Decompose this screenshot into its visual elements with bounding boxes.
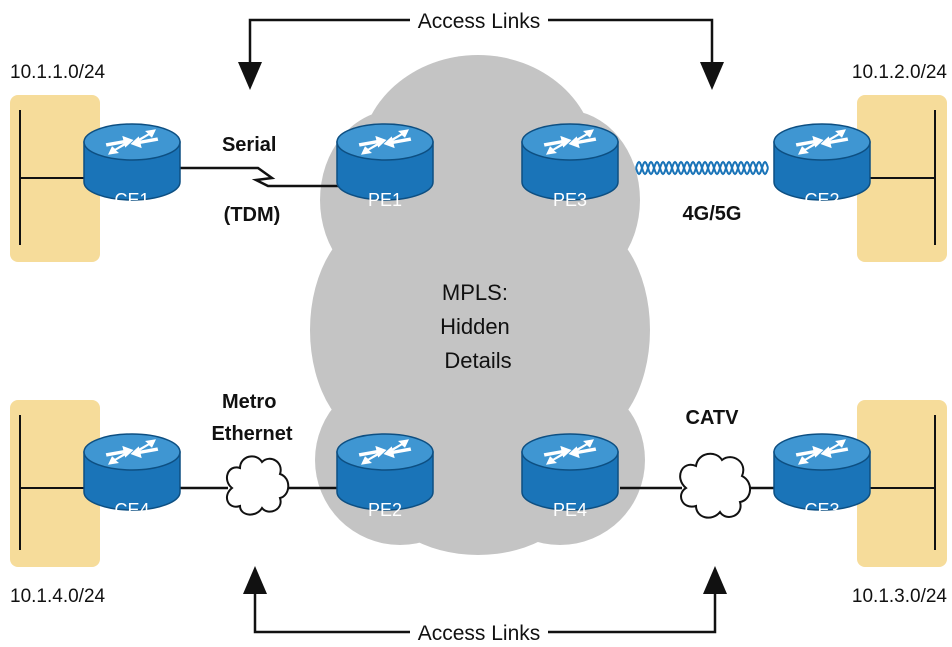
catv-label: CATV [686, 407, 740, 429]
mpls-label: MPLS: Hidden Details [440, 280, 516, 373]
router-ce3: CE3 [774, 434, 870, 520]
router-ce1: CE1 [84, 124, 180, 210]
catv-cloud-icon [679, 452, 751, 519]
site-ce4-lan [10, 400, 100, 567]
serial-label: Serial (TDM) [222, 134, 282, 226]
arrow-up-icon [703, 566, 727, 594]
mpls-label-line3: Details [444, 348, 511, 373]
subnet-ce2: 10.1.2.0/24 [852, 62, 948, 83]
access-links-bottom-label: Access Links [418, 622, 541, 645]
access-links-bottom-bracket [253, 586, 717, 634]
router-pe2-label: PE2 [368, 500, 402, 520]
subnet-ce4: 10.1.4.0/24 [10, 586, 106, 607]
arrow-down-icon [238, 62, 262, 90]
arrow-down-icon [700, 62, 724, 90]
serial-label-line2: (TDM) [224, 204, 281, 226]
router-pe4-label: PE4 [553, 500, 587, 520]
router-ce1-label: CE1 [114, 190, 149, 210]
metro-label: Metro Ethernet [211, 391, 292, 445]
router-pe3-label: PE3 [553, 190, 587, 210]
router-pe3: PE3 [522, 124, 618, 210]
arrow-up-icon [243, 566, 267, 594]
router-pe1-label: PE1 [368, 190, 402, 210]
router-ce4-label: CE4 [114, 500, 149, 520]
wireless-link [635, 160, 769, 176]
subnet-ce3: 10.1.3.0/24 [852, 586, 948, 607]
metro-label-line1: Metro [222, 391, 276, 413]
router-ce3-label: CE3 [804, 500, 839, 520]
router-pe1: PE1 [337, 124, 433, 210]
serial-label-line1: Serial [222, 134, 276, 156]
router-ce2-label: CE2 [804, 190, 839, 210]
access-links-top-label: Access Links [418, 10, 541, 33]
site-ce3-lan [857, 400, 947, 567]
metro-ethernet-cloud-icon [225, 455, 290, 516]
subnet-ce1: 10.1.1.0/24 [10, 62, 106, 83]
mpls-label-line2: Hidden [440, 314, 510, 339]
site-ce2-lan [857, 95, 947, 262]
access-links-top-bracket [248, 18, 714, 72]
mpls-label-line1: MPLS: [442, 280, 508, 305]
router-ce4: CE4 [84, 434, 180, 520]
router-pe4: PE4 [522, 434, 618, 520]
router-pe2: PE2 [337, 434, 433, 520]
serial-link [180, 166, 340, 188]
site-ce1-lan [10, 95, 100, 262]
metro-label-line2: Ethernet [211, 423, 292, 445]
wireless-label: 4G/5G [683, 203, 742, 225]
router-ce2: CE2 [774, 124, 870, 210]
